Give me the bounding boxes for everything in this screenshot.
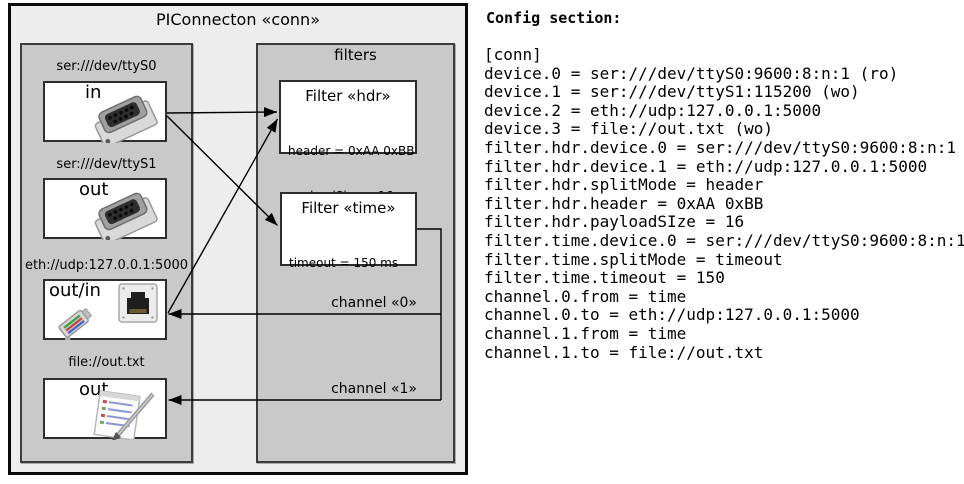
device-box-ttys0: in (43, 81, 167, 143)
device-direction: out (79, 379, 109, 400)
device-uri-file: file://out.txt (68, 355, 145, 370)
filter-time-box: Filter «time» timeout = 150 ms (280, 192, 417, 270)
device-box-eth: out/in (43, 279, 167, 340)
config-text: [conn] device.0 = ser:///dev/ttyS0:9600:… (484, 45, 964, 362)
filter-hdr-prop-header: header = 0xAA 0xBB (288, 144, 415, 158)
device-box-file: out (43, 378, 167, 440)
channel-1-label: channel «1» (331, 381, 417, 397)
diagram-title: PIConnecton «conn» (156, 10, 320, 29)
filter-time-prop-timeout: timeout = 150 ms (289, 256, 399, 270)
device-uri-ttys1: ser:///dev/ttyS1 (56, 157, 157, 172)
device-box-ttys1: out (43, 178, 167, 240)
device-direction: in (85, 82, 102, 103)
filters-group-title: filters (334, 46, 377, 64)
channel-0-label: channel «0» (331, 295, 417, 311)
filter-time-title: Filter «time» (301, 199, 396, 217)
device-uri-eth: eth://udp:127.0.0.1:5000 (24, 258, 189, 273)
config-section-heading: Config section: (486, 9, 622, 27)
device-direction: out (79, 179, 109, 200)
filter-hdr-title: Filter «hdr» (305, 87, 391, 105)
device-uri-ttys0: ser:///dev/ttyS0 (56, 59, 157, 74)
device-direction: out/in (49, 280, 101, 301)
filter-hdr-box: Filter «hdr» header = 0xAA 0xBB payloadS… (279, 80, 417, 203)
